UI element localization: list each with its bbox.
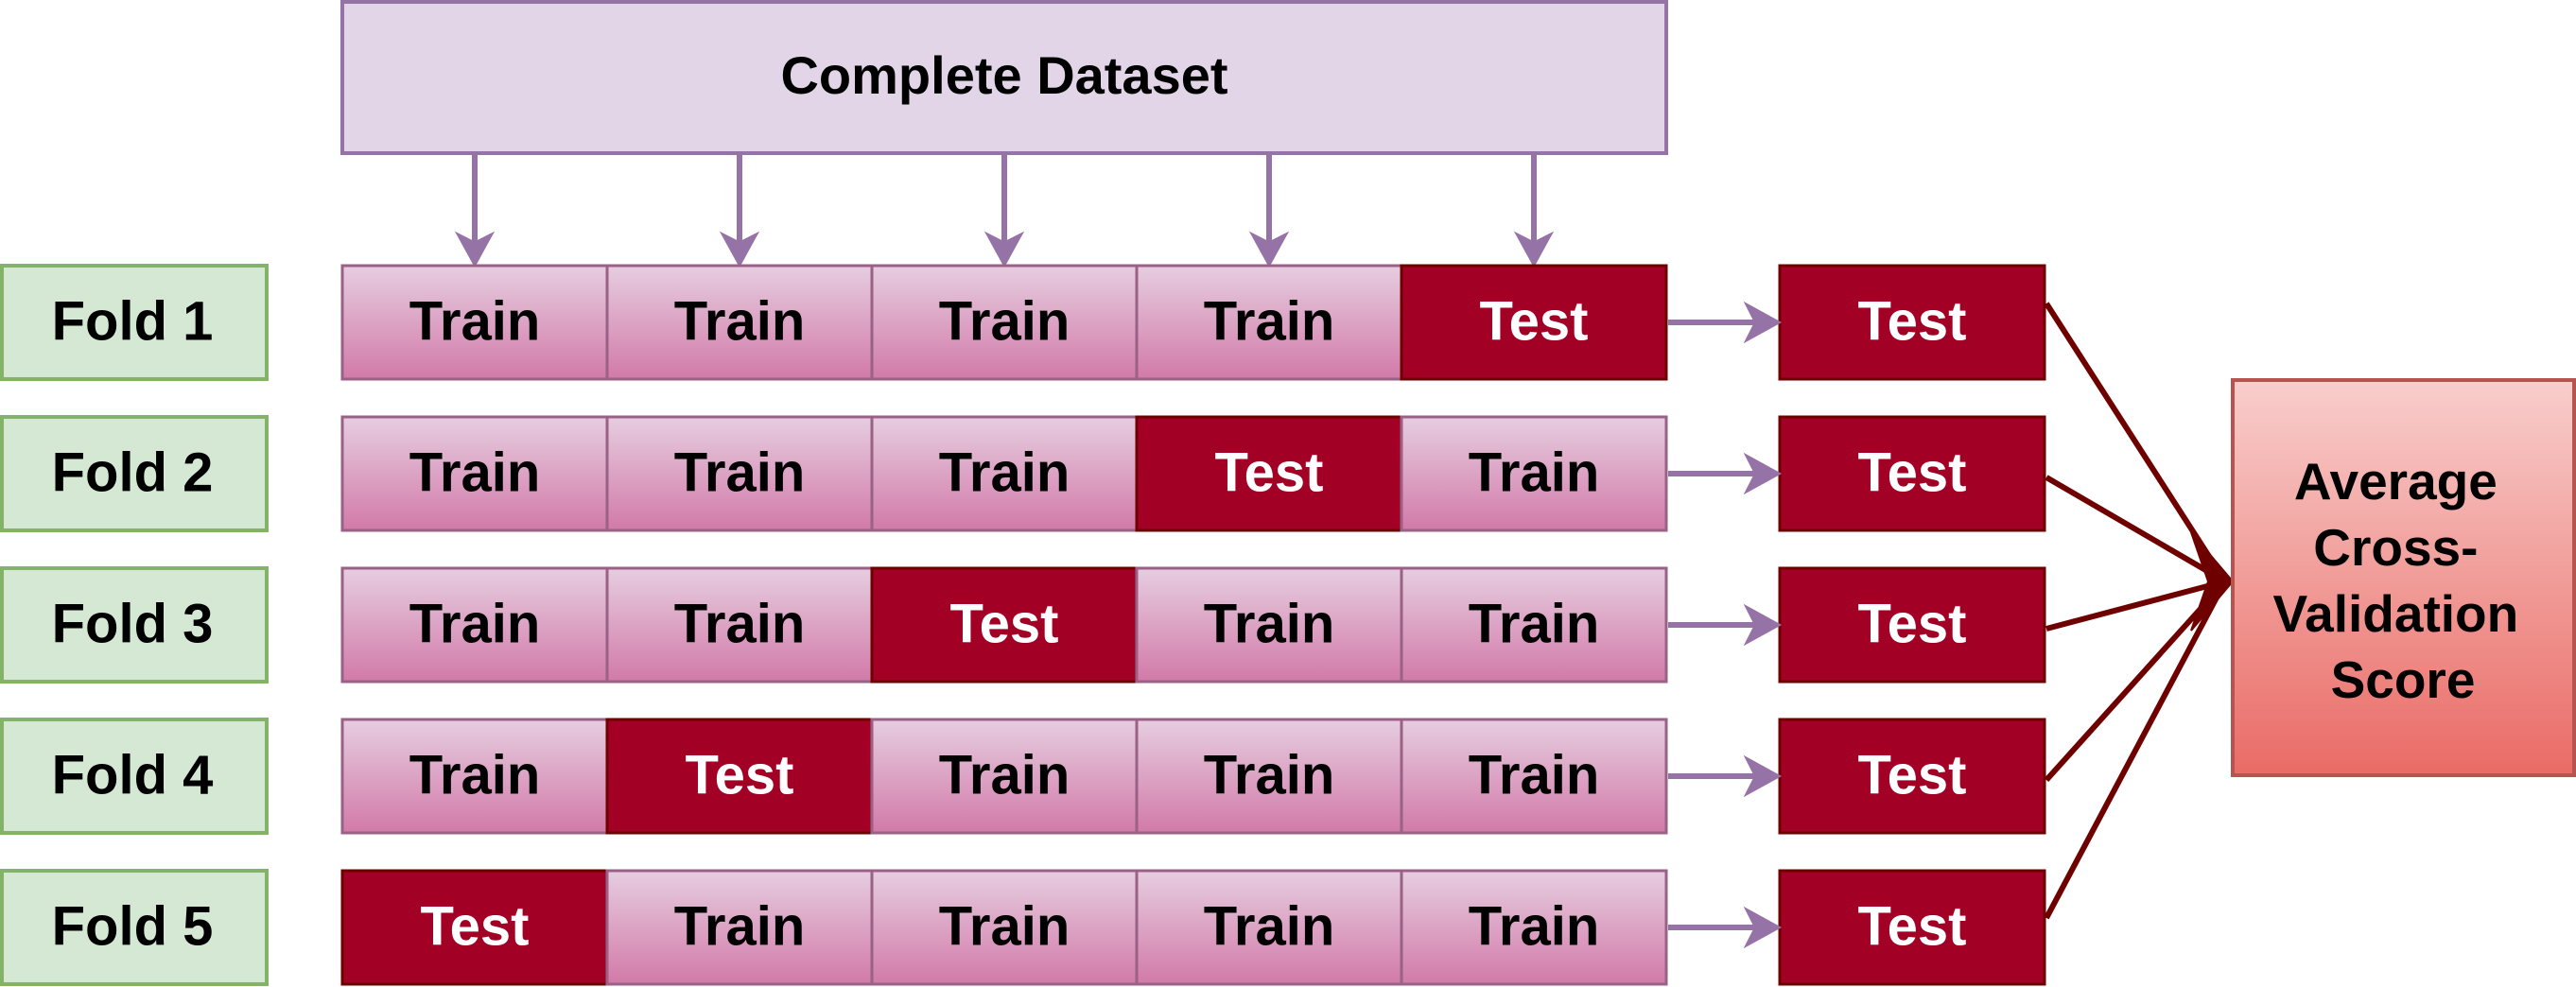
result-test-box: [1778, 264, 2046, 381]
train-cell-label: Train: [1469, 442, 1600, 503]
result-test-box: [1778, 415, 2046, 532]
train-cell: [870, 415, 1139, 532]
train-cell-label: Train: [674, 290, 806, 352]
train-cell-label: Train: [1204, 290, 1335, 352]
train-cell-label: Train: [409, 744, 541, 805]
fold-label: Fold 1: [52, 290, 214, 352]
train-cell-label: Train: [674, 593, 806, 654]
train-cell-label: Train: [674, 442, 806, 503]
test-cell: [1400, 264, 1668, 381]
train-cell: [605, 264, 874, 381]
score-arrow-line: [2044, 580, 2228, 920]
train-cell: [1135, 869, 1403, 986]
test-cell: [340, 869, 609, 986]
result-arrowhead: [1743, 754, 1783, 798]
train-cell: [870, 718, 1139, 835]
result-test-label: Test: [1858, 895, 1967, 957]
result-arrowhead: [1743, 603, 1783, 647]
score-arrow-line: [2044, 579, 2228, 783]
fold-label-box: [0, 869, 269, 986]
fold-label: Fold 4: [52, 744, 214, 805]
score-line-2: Cross-: [2313, 518, 2478, 577]
fold-row: Fold 3 Train Train Test Train Train Test: [0, 566, 2046, 684]
test-cell-label: Test: [1215, 442, 1324, 503]
split-arrowhead: [454, 231, 496, 268]
train-cell-label: Train: [1469, 895, 1600, 957]
fold-label: Fold 5: [52, 895, 214, 957]
fold-row: Fold 2 Train Train Train Test Train Test: [0, 415, 2046, 532]
average-score-label: Average Cross- Validation Score: [2272, 452, 2532, 709]
result-arrowhead: [1743, 301, 1783, 344]
fold-label: Fold 3: [52, 593, 214, 654]
fold-label-box: [0, 718, 269, 835]
train-cell: [1400, 415, 1668, 532]
split-arrowhead: [983, 231, 1025, 268]
train-cell: [1400, 869, 1668, 986]
test-cell: [870, 566, 1139, 684]
train-cell-label: Train: [1469, 744, 1600, 805]
split-arrowhead: [1248, 231, 1290, 268]
train-cell-label: Train: [409, 290, 541, 352]
train-cell-label: Train: [939, 442, 1070, 503]
test-cell-label: Test: [421, 895, 530, 957]
score-arrow-line: [2045, 475, 2227, 584]
result-test-label: Test: [1858, 290, 1967, 352]
fold-label: Fold 2: [52, 442, 214, 503]
train-cell: [1135, 718, 1403, 835]
complete-dataset-box: Complete Dataset: [340, 0, 1668, 155]
score-arrow-line: [2044, 302, 2228, 583]
result-arrowhead: [1743, 906, 1783, 949]
test-cell: [1135, 415, 1403, 532]
score-arrows: [2044, 302, 2235, 920]
train-cell-label: Train: [674, 895, 806, 957]
train-cell: [605, 869, 874, 986]
test-cell: [605, 718, 874, 835]
fold-row: Fold 1 Train Train Train Train Test Test: [0, 264, 2046, 381]
result-arrowhead: [1743, 452, 1783, 495]
fold-label-box: [0, 264, 269, 381]
fold-label-box: [0, 415, 269, 532]
train-cell: [870, 869, 1139, 986]
train-cell: [1400, 566, 1668, 684]
score-arrow-line: [2045, 579, 2226, 632]
score-line-4: Score: [2331, 650, 2476, 709]
train-cell-label: Train: [939, 290, 1070, 352]
train-cell: [605, 566, 874, 684]
result-test-label: Test: [1858, 593, 1967, 654]
train-cell: [340, 415, 609, 532]
train-cell: [1400, 718, 1668, 835]
test-cell-label: Test: [686, 744, 794, 805]
result-test-label: Test: [1858, 744, 1967, 805]
test-cell-label: Test: [950, 593, 1059, 654]
train-cell-label: Train: [1204, 744, 1335, 805]
split-arrowhead: [1513, 231, 1555, 268]
train-cell-label: Train: [1204, 895, 1335, 957]
train-cell-label: Train: [409, 593, 541, 654]
test-cell-label: Test: [1480, 290, 1589, 352]
average-score-box: Average Cross- Validation Score: [2231, 378, 2576, 777]
fold-row: Fold 5 Test Train Train Train Train Test: [0, 869, 2046, 986]
train-cell: [1135, 566, 1403, 684]
result-arrows: [1668, 301, 1783, 949]
train-cell: [340, 566, 609, 684]
train-cell-label: Train: [939, 744, 1070, 805]
score-line-3: Validation: [2272, 584, 2518, 643]
result-test-label: Test: [1858, 442, 1967, 503]
dataset-split-arrows: [454, 155, 1555, 268]
result-test-box: [1778, 869, 2046, 986]
train-cell-label: Train: [1469, 593, 1600, 654]
fold-label-box: [0, 566, 269, 684]
split-arrowhead: [719, 231, 760, 268]
train-cell: [340, 264, 609, 381]
complete-dataset-label: Complete Dataset: [780, 45, 1227, 105]
score-arrowhead: [2190, 531, 2235, 632]
train-cell-label: Train: [1204, 593, 1335, 654]
train-cell-label: Train: [939, 895, 1070, 957]
train-cell-label: Train: [409, 442, 541, 503]
score-line-1: Average: [2294, 452, 2498, 511]
